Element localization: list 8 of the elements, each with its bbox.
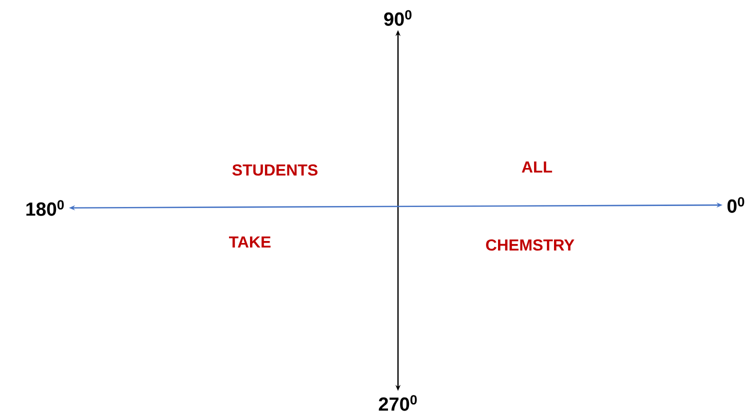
quadrant-word: STUDENTS xyxy=(232,164,318,176)
quadrant-word: TAKE xyxy=(229,236,271,248)
quadrant-word: ALL xyxy=(522,161,552,172)
degree-label: 0$^{0}$ xyxy=(728,197,744,213)
degree-label: 90$^{0}$ xyxy=(384,10,412,26)
degree-label: 270$^{0}$ xyxy=(378,395,417,411)
quadrant-word: CHEMSTRY xyxy=(486,239,574,251)
degree-label: 180$^{0}$ xyxy=(26,200,64,216)
